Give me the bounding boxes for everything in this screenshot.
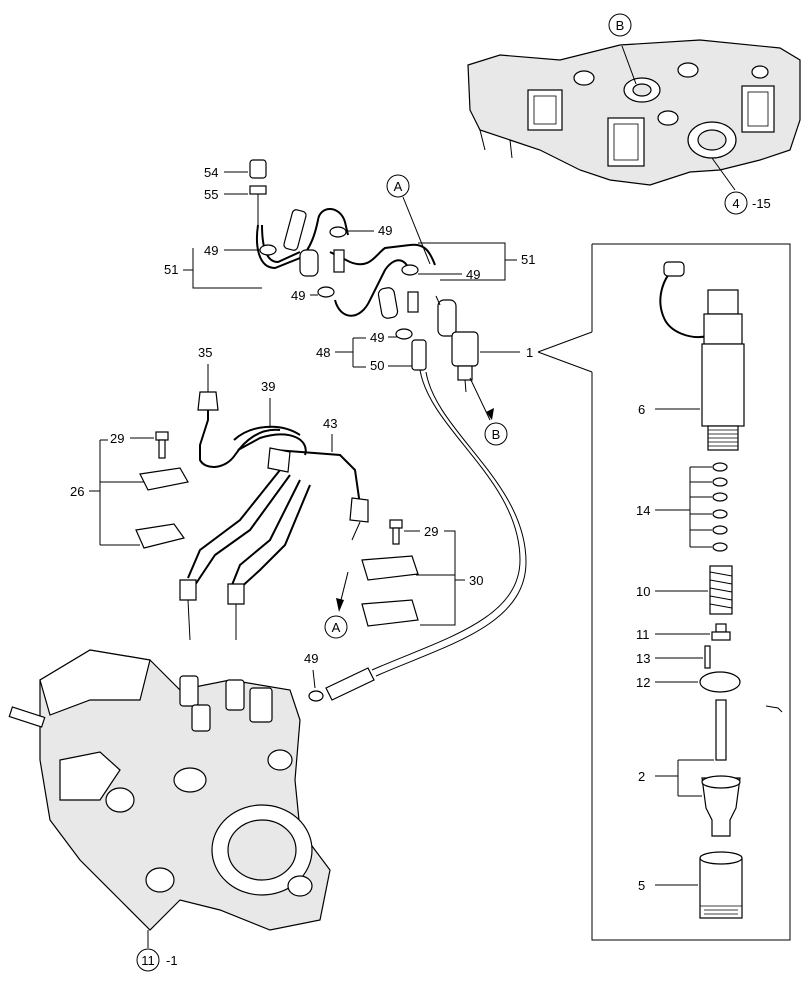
callout-35: 35 — [198, 345, 212, 392]
svg-text:B: B — [492, 427, 501, 442]
callout-14: 14 — [636, 466, 712, 548]
return-hose — [308, 369, 527, 702]
callout-29-upper: 29 — [110, 431, 154, 446]
svg-text:14: 14 — [636, 503, 650, 518]
svg-text:13: 13 — [636, 651, 650, 666]
svg-text:48: 48 — [316, 345, 330, 360]
callout-43: 43 — [323, 416, 337, 452]
callout-29-lower: 29 — [404, 524, 438, 539]
pin-part — [704, 645, 711, 669]
svg-text:12: 12 — [636, 675, 650, 690]
svg-text:29: 29 — [110, 431, 124, 446]
svg-text:A: A — [332, 620, 341, 635]
nozzle-nut-part — [699, 851, 743, 919]
callout-49-e: 49 — [370, 330, 398, 345]
injection-pipe-assembly — [179, 391, 369, 641]
pipe-clamp-upper — [135, 431, 419, 627]
callout-39: 39 — [261, 379, 275, 428]
svg-text:26: 26 — [70, 484, 84, 499]
reference-marker-11: 11 -1 — [136, 948, 178, 972]
callout-2: 2 — [638, 759, 714, 797]
svg-text:A: A — [394, 179, 403, 194]
reference-marker-a-top: A — [386, 174, 431, 265]
injection-pump-illustration — [8, 649, 331, 948]
callout-49-f: 49 — [304, 651, 318, 689]
svg-text:5: 5 — [638, 878, 645, 893]
callout-11: 11 — [636, 627, 710, 642]
cylinder-head-illustration — [467, 39, 801, 191]
svg-text:1: 1 — [526, 345, 533, 360]
svg-text:30: 30 — [469, 573, 483, 588]
svg-text:51: 51 — [521, 252, 535, 267]
callout-54: 54 — [204, 165, 248, 180]
callout-49-c: 49 — [418, 267, 480, 282]
shim-washers-part — [712, 462, 728, 552]
nozzle-part — [701, 699, 741, 837]
nozzle-holder-part — [659, 261, 745, 451]
callout-48: 48 — [316, 337, 366, 368]
callout-30: 30 — [416, 530, 483, 626]
spring-seat-part — [711, 623, 731, 641]
callout-49-d: 49 — [291, 288, 318, 303]
spring-part — [709, 565, 733, 615]
callout-50: 50 — [370, 358, 412, 373]
svg-text:6: 6 — [638, 402, 645, 417]
callout-49-a: 49 — [204, 243, 260, 258]
svg-text:43: 43 — [323, 416, 337, 431]
callout-12: 12 — [636, 675, 698, 690]
reference-marker-b-mid: B — [469, 377, 508, 446]
callout-5: 5 — [638, 878, 698, 893]
callout-51-left: 51 — [164, 248, 262, 289]
svg-text:B: B — [616, 18, 625, 33]
svg-text:49: 49 — [204, 243, 218, 258]
svg-text:49: 49 — [466, 267, 480, 282]
reference-marker-b-top: B — [608, 13, 632, 37]
callout-49-b: 49 — [346, 223, 392, 238]
svg-text:55: 55 — [204, 187, 218, 202]
svg-text:35: 35 — [198, 345, 212, 360]
svg-text:29: 29 — [424, 524, 438, 539]
leak-off-pipe-assembly — [249, 159, 479, 393]
reference-marker-a-low: A — [324, 571, 349, 639]
svg-text:-15: -15 — [752, 196, 771, 211]
callout-26: 26 — [70, 439, 144, 546]
svg-text:49: 49 — [304, 651, 318, 666]
svg-text:49: 49 — [291, 288, 305, 303]
svg-text:-1: -1 — [166, 953, 178, 968]
svg-text:50: 50 — [370, 358, 384, 373]
svg-text:51: 51 — [164, 262, 178, 277]
callout-1: 1 — [480, 331, 593, 373]
callout-6: 6 — [638, 402, 700, 417]
svg-text:11: 11 — [636, 627, 650, 642]
svg-text:4: 4 — [732, 196, 739, 211]
svg-text:49: 49 — [370, 330, 384, 345]
distance-piece-part — [699, 671, 741, 693]
injector-detail-panel: 6 14 10 11 13 12 2 5 — [591, 243, 791, 941]
svg-text:11: 11 — [141, 953, 155, 968]
callout-13: 13 — [636, 651, 703, 666]
svg-text:10: 10 — [636, 584, 650, 599]
reference-marker-4: 4 -15 — [724, 191, 771, 215]
callout-55: 55 — [204, 187, 248, 202]
callout-10: 10 — [636, 584, 708, 599]
svg-text:49: 49 — [378, 223, 392, 238]
svg-text:39: 39 — [261, 379, 275, 394]
svg-text:2: 2 — [638, 769, 645, 784]
svg-text:54: 54 — [204, 165, 218, 180]
callout-51-right: 51 — [418, 242, 535, 281]
